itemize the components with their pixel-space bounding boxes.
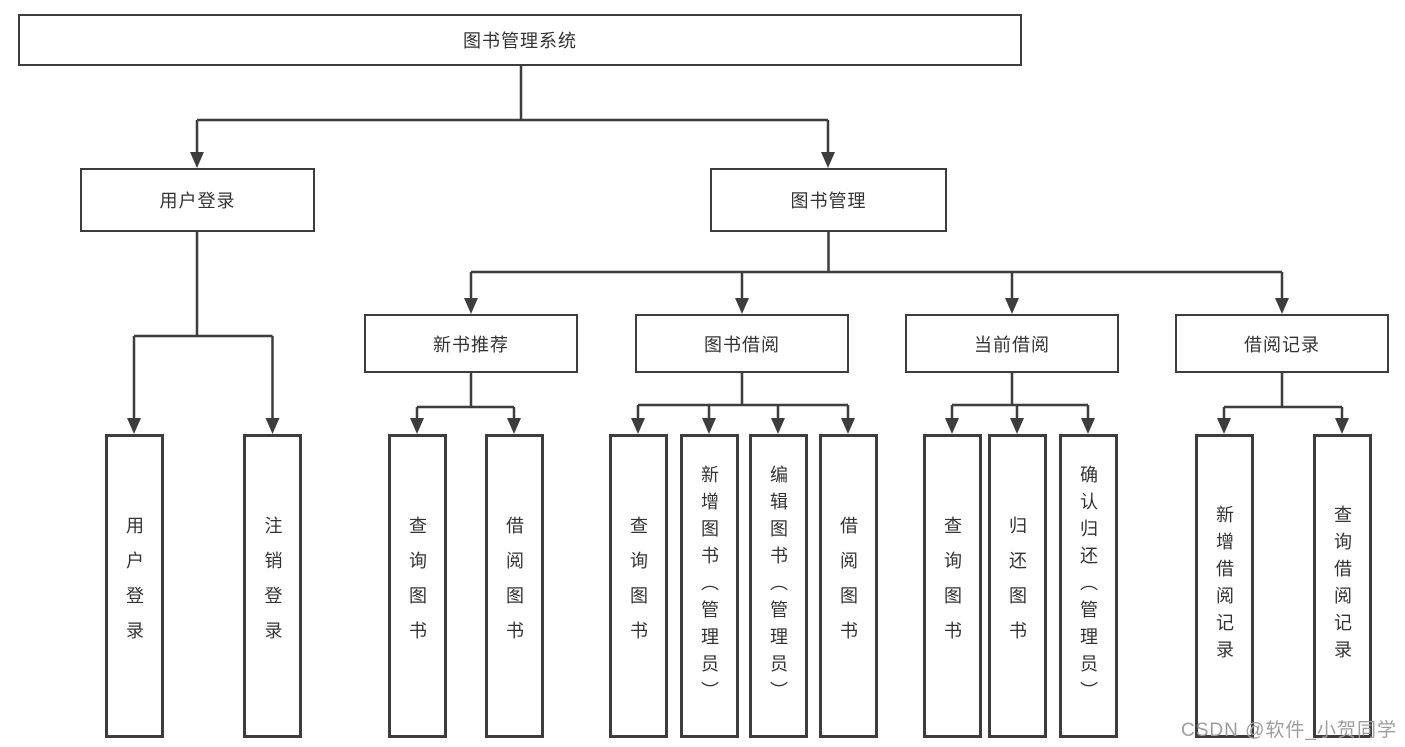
node-book-management: 图书管理 xyxy=(710,168,947,232)
leaf-label: 借阅图书 xyxy=(838,516,858,656)
leaf-user-login: 用户登录 xyxy=(104,434,164,738)
node-label: 新书推荐 xyxy=(433,334,509,355)
node-label: 用户登录 xyxy=(159,191,236,211)
node-book-borrowing: 图书借阅 xyxy=(635,314,849,373)
leaf-label: 用户登录 xyxy=(124,516,144,656)
node-label: 图书管理 xyxy=(790,191,867,211)
node-label: 图书借阅 xyxy=(704,334,780,355)
arrowhead-icons xyxy=(127,152,1349,434)
leaf-confirm-return-admin: 确认归还（管理员） xyxy=(1058,434,1118,738)
leaf-borrow-books-recommend: 借阅图书 xyxy=(484,434,544,738)
leaf-borrow-books: 借阅图书 xyxy=(818,434,878,738)
leaf-label: 查询图书 xyxy=(407,516,427,656)
node-library-management-system: 图书管理系统 xyxy=(18,14,1022,66)
node-label: 当前借阅 xyxy=(974,334,1050,355)
node-current-borrowing: 当前借阅 xyxy=(905,314,1119,373)
node-label: 图书管理系统 xyxy=(463,31,577,51)
leaf-label: 新增图书（管理员） xyxy=(699,464,719,708)
leaf-query-books-borrow: 查询图书 xyxy=(608,434,668,738)
node-new-book-recommendation: 新书推荐 xyxy=(364,314,578,373)
leaf-return-book: 归还图书 xyxy=(987,434,1047,738)
leaf-query-books-current: 查询图书 xyxy=(922,434,982,738)
leaf-label: 借阅图书 xyxy=(504,516,524,656)
leaf-query-books-recommend: 查询图书 xyxy=(387,434,447,738)
leaf-label: 编辑图书（管理员） xyxy=(768,464,788,708)
leaf-label: 查询借阅记录 xyxy=(1332,505,1352,667)
leaf-add-book-admin: 新增图书（管理员） xyxy=(679,434,739,738)
leaf-edit-book-admin: 编辑图书（管理员） xyxy=(748,434,808,738)
leaf-label: 确认归还（管理员） xyxy=(1078,464,1098,708)
leaf-query-borrow-record: 查询借阅记录 xyxy=(1312,434,1372,738)
leaf-add-borrow-record: 新增借阅记录 xyxy=(1194,434,1254,738)
leaf-label: 归还图书 xyxy=(1007,516,1027,656)
watermark: CSDN @软件_小贺同学 xyxy=(1181,720,1397,741)
leaf-label: 注销登录 xyxy=(262,516,283,656)
leaf-label: 查询图书 xyxy=(628,516,648,656)
node-label: 借阅记录 xyxy=(1244,334,1320,355)
node-user-login: 用户登录 xyxy=(80,168,315,232)
leaf-logout: 注销登录 xyxy=(243,434,302,738)
node-borrowing-records: 借阅记录 xyxy=(1175,314,1389,373)
leaf-label: 新增借阅记录 xyxy=(1214,505,1234,667)
leaf-label: 查询图书 xyxy=(942,516,962,656)
